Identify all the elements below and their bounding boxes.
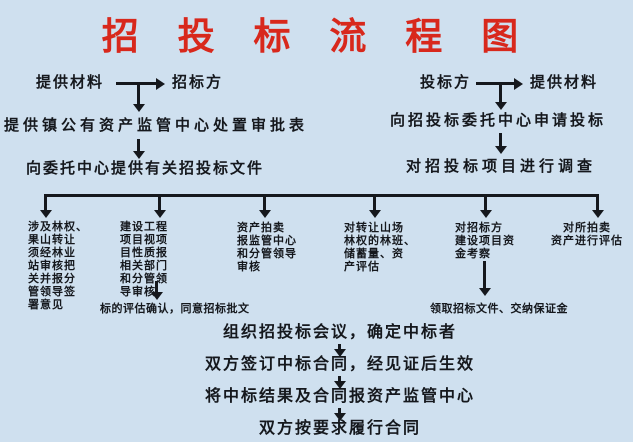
left-provide-materials-label: 提供材料 xyxy=(36,73,105,91)
arrow-down-icon xyxy=(499,133,502,146)
branch-forest-rights: 涉及林权、 果山转让 须经林业 站审核把 关并报分 管领导签 署意见 xyxy=(28,220,88,311)
branch-tenderer-funds: 对招标方 建设项目资 金考察 xyxy=(455,221,515,260)
page-title: 招 投 标 流 程 图 xyxy=(101,15,532,58)
arrow-down-icon xyxy=(338,376,341,381)
right-apply-label: 向招投标委托中心申请投标 xyxy=(390,111,607,129)
arrow-down-icon xyxy=(499,84,502,102)
left-tenderer-label: 招标方 xyxy=(172,73,224,91)
arrow-down-icon xyxy=(373,194,376,210)
arrow-down-icon xyxy=(137,139,140,151)
arrow-right-icon xyxy=(116,82,156,85)
arrow-down-icon xyxy=(137,84,140,104)
branch-auction-evaluation: 对所拍卖 资产进行评估 xyxy=(551,221,623,247)
branch-construction-project: 建设工程 项目视项 目性质报 相关部门 和分管领 导审核 xyxy=(120,220,168,298)
sign-contract-label: 双方签订中标合同，经见证后生效 xyxy=(204,354,476,373)
arrow-right-icon xyxy=(476,82,514,85)
distribution-line xyxy=(44,194,599,197)
arrow-down-icon xyxy=(44,194,47,210)
left-provide-docs-label: 向委托中心提供有关招投标文件 xyxy=(26,159,265,177)
arrow-down-icon xyxy=(483,261,486,288)
right-investigate-label: 对招投标项目进行调查 xyxy=(406,157,597,175)
right-bidder-label: 投标方 xyxy=(420,73,472,91)
arrow-down-icon xyxy=(338,408,341,413)
right-provide-materials-label: 提供材料 xyxy=(530,73,599,91)
branch-mountain-transfer: 对转让山场 林权的林班、 储蓄量、资 产评估 xyxy=(344,221,416,273)
arrow-down-icon xyxy=(596,194,599,210)
organize-meeting-label: 组织招投标会议，确定中标者 xyxy=(222,322,458,341)
branch-asset-auction: 资产拍卖 报监管中心 和分管领导 审核 xyxy=(237,221,297,273)
evaluation-confirm-label: 标的评估确认，同意招标批文 xyxy=(100,302,250,315)
arrow-down-icon xyxy=(263,194,266,210)
report-result-label: 将中标结果及合同报资产监管中心 xyxy=(204,386,476,405)
left-approval-form-label: 提供镇公有资产监管中心处置审批表 xyxy=(4,116,309,134)
perform-contract-label: 双方按要求履行合同 xyxy=(258,418,422,437)
arrow-down-icon xyxy=(155,281,158,292)
arrow-down-icon xyxy=(484,194,487,210)
arrow-down-icon xyxy=(158,194,161,210)
arrow-down-icon xyxy=(338,344,341,349)
collect-docs-label: 领取招标文件、交纳保证金 xyxy=(430,302,568,315)
